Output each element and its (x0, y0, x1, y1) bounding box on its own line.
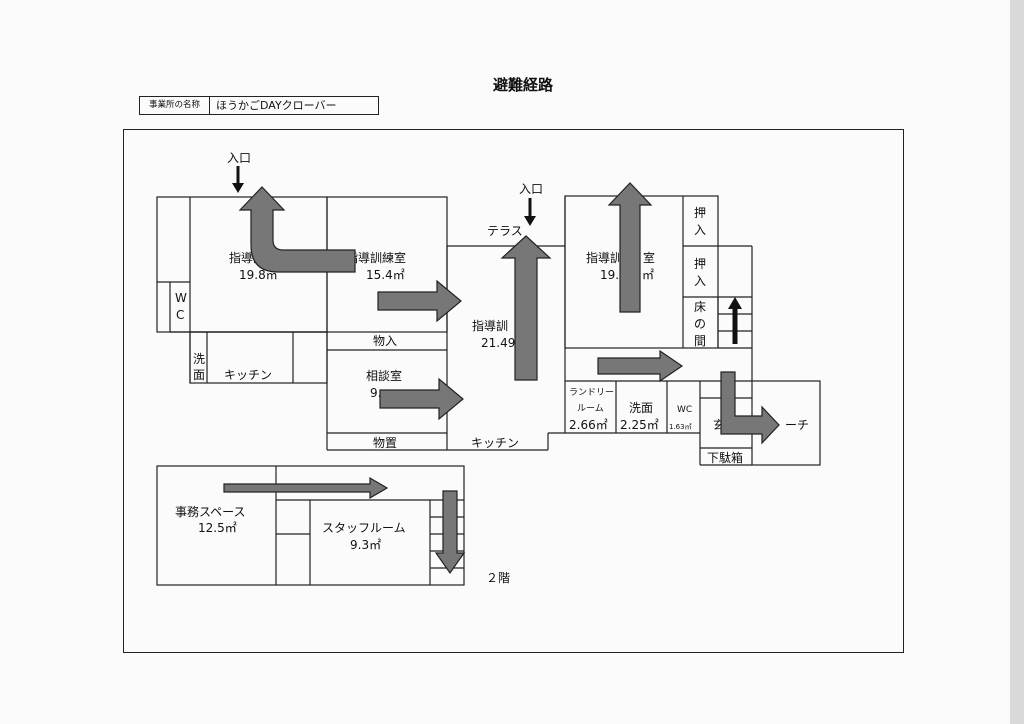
laundry-area: 2.66㎡ (569, 418, 608, 432)
wash-right-label: 洗面 (629, 401, 653, 415)
wc-right-area: 1.63㎡ (669, 423, 692, 431)
evacuation-arrow-hallway (597, 349, 684, 383)
business-name: ほうかごDAYクローバー (216, 99, 337, 112)
consult-room-name: 相談室 (366, 368, 402, 383)
closet-2-label-a: 押 (694, 257, 706, 271)
entrance-arrow-center (524, 198, 536, 226)
walls-left-block (156, 196, 328, 384)
room-center-area: 21.49 (481, 336, 515, 350)
porch-label: ーチ (785, 418, 809, 432)
page-title: 避難経路 (492, 76, 553, 94)
staff-room-name: スタッフルーム (322, 521, 406, 535)
room-right-area: 19. (600, 268, 619, 282)
laundry-label-2: ルーム (577, 403, 604, 414)
second-floor-label: ２階 (486, 570, 510, 585)
entrance-left-label: 入口 (227, 151, 251, 165)
evacuation-arrow-porch (720, 371, 780, 445)
evacuation-arrow-office (223, 476, 389, 500)
room-left-area: 19.8㎡ (239, 268, 278, 282)
room-training-area: 15.4㎡ (366, 268, 405, 282)
business-label: 事業所の名称 (140, 97, 210, 114)
floor-plan-frame (123, 129, 904, 653)
alcove-label-1: 床 (694, 300, 706, 314)
evacuation-arrow-staff-room (434, 490, 466, 575)
evacuation-arrow-center-room (500, 235, 552, 381)
office-space-area: 12.5㎡ (198, 521, 237, 535)
alcove-label-2: の (694, 317, 706, 331)
entrance-arrow-left (232, 166, 244, 193)
business-name-box: 事業所の名称 ほうかごDAYクローバー (139, 96, 379, 115)
wc-right-label: WC (677, 405, 692, 415)
wash-right-area: 2.25㎡ (620, 418, 659, 432)
closet-2-label-b: 入 (694, 274, 706, 288)
room-right-suffix: 室 (643, 250, 655, 265)
entrance-center-label: 入口 (519, 182, 543, 196)
consult-room-area: 9. (370, 386, 381, 400)
closet-1-label-a: 押 (694, 206, 706, 220)
alcove-label-3: 間 (694, 334, 706, 348)
wash-left-label-2: 面 (193, 368, 205, 382)
closet-1-label-b: 入 (694, 223, 706, 237)
alcove-up-arrow (728, 297, 742, 344)
office-space-name: 事務スペース (175, 505, 246, 519)
kitchen-left-label: キッチン (224, 368, 272, 382)
page-edge (1010, 0, 1024, 724)
staff-room-area: 9.3㎡ (350, 538, 381, 552)
evacuation-arrow-left-room (238, 186, 356, 273)
laundry-label-1: ランドリー (569, 387, 614, 398)
room-center-name: 指導訓 (472, 318, 508, 333)
shoe-box-label: 下駄箱 (707, 450, 743, 465)
room-training-name: 指導訓練室 (346, 250, 406, 265)
kitchen-center-label: キッチン (471, 436, 519, 450)
room-right-area-unit: ㎡ (642, 268, 654, 282)
terrace-label: テラス (487, 224, 523, 238)
storage-top-label: 物入 (373, 334, 397, 348)
evacuation-arrow-consult-room (379, 377, 464, 421)
wc-left-label-1: W (175, 291, 187, 305)
evacuation-arrow-training-room (377, 279, 462, 323)
wash-left-label-1: 洗 (193, 352, 205, 366)
storage-bottom-label: 物置 (373, 436, 397, 450)
room-right-name: 指導訓 (586, 250, 622, 265)
evacuation-arrow-right-room (607, 182, 653, 313)
wc-left-label-2: C (176, 308, 184, 322)
